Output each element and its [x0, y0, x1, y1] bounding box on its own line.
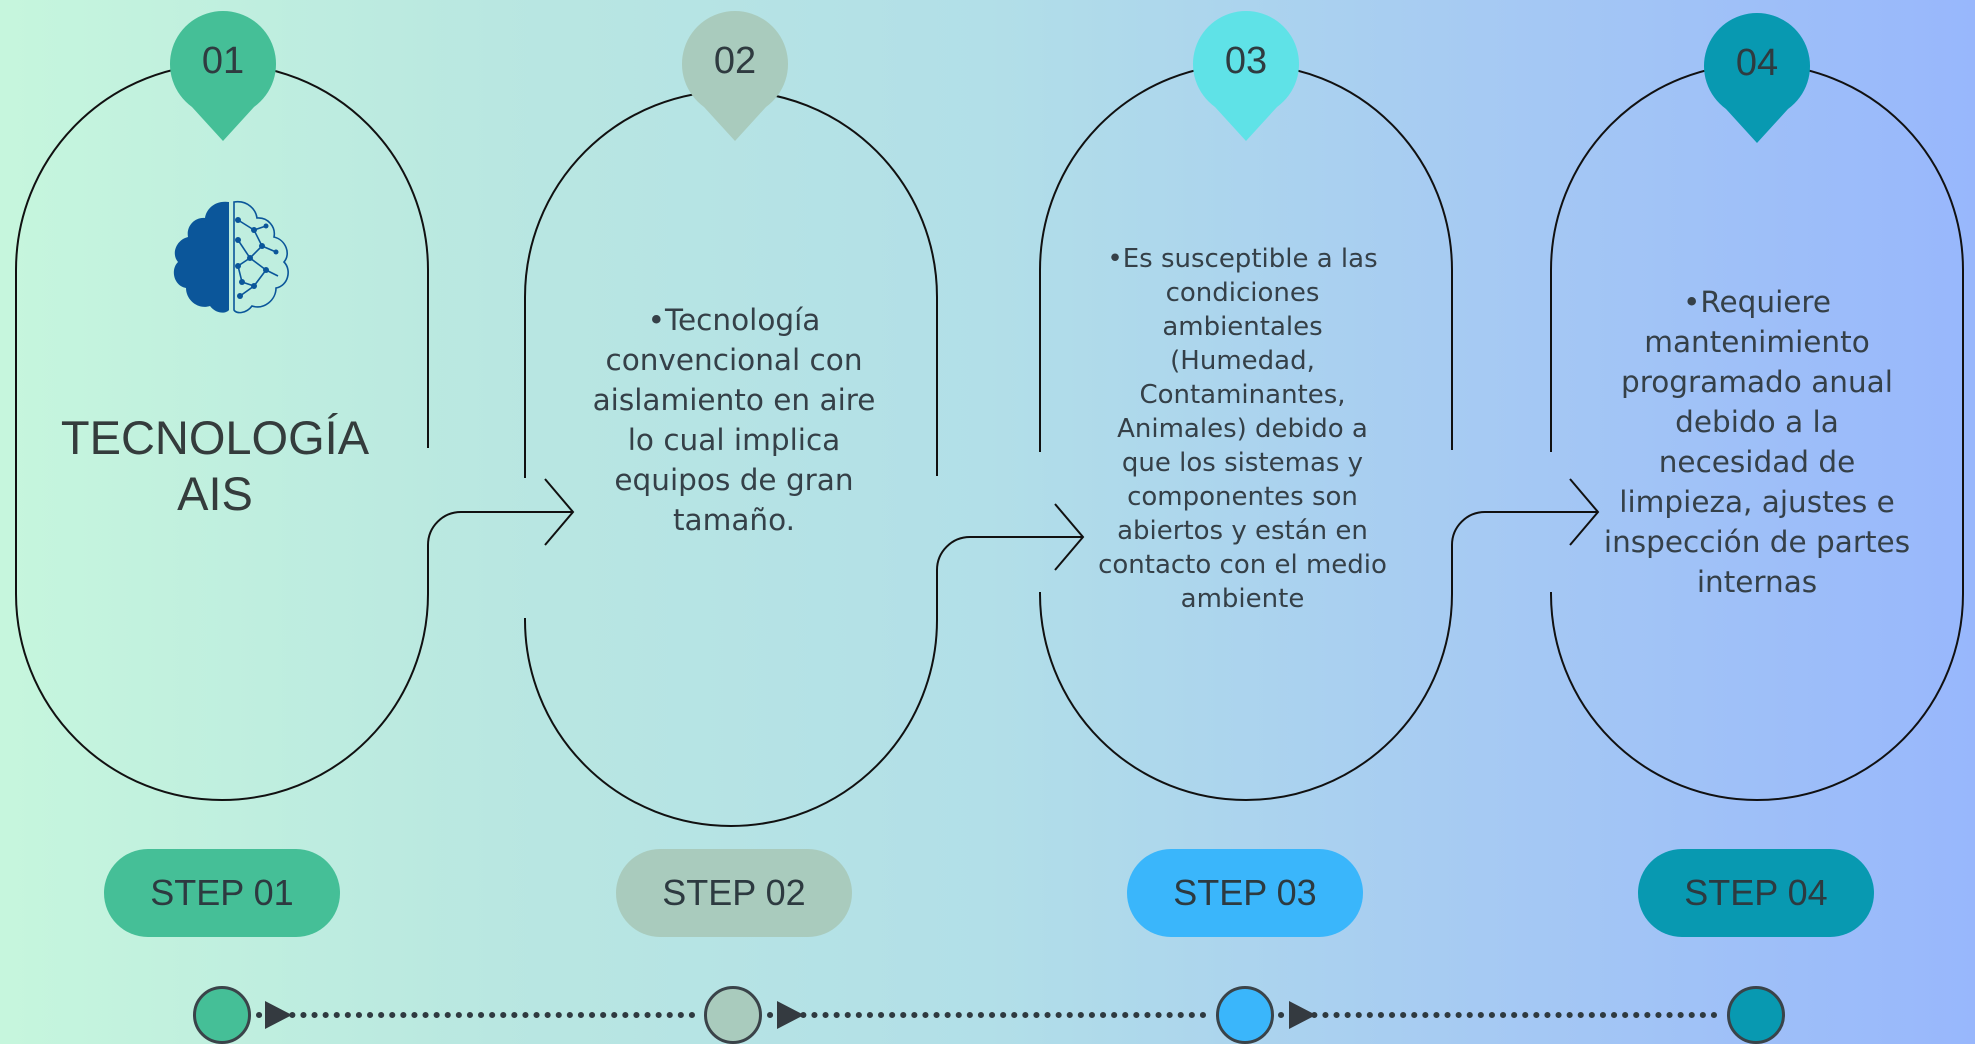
- brain-circuit-icon: [173, 200, 289, 314]
- timeline-arrow-3: [1289, 1001, 1316, 1029]
- connector-1-arrow: [427, 478, 575, 546]
- step-3-description: •Es susceptible a las condiciones ambien…: [1098, 244, 1387, 614]
- timeline-node-1: [193, 986, 251, 1044]
- step-1-number: 01: [201, 39, 245, 82]
- timeline-arrow-2: [777, 1001, 804, 1029]
- timeline-node-2: [704, 986, 762, 1044]
- step-1-pill: STEP 01: [104, 849, 340, 937]
- pin-1: [170, 11, 276, 141]
- connector-3-arrow: [1451, 478, 1600, 546]
- pin-4: [1704, 13, 1810, 143]
- step-4-number: 04: [1735, 41, 1779, 84]
- timeline-arrow-1: [265, 1001, 292, 1029]
- connector-2-arrow: [936, 503, 1085, 571]
- capsule-1-outline: [15, 63, 429, 801]
- step-1-title: TECNOLOGÍA AIS: [60, 411, 370, 520]
- step-2-number: 02: [713, 39, 757, 82]
- step-2-pill: STEP 02: [616, 849, 852, 937]
- capsule-4-outline: [1550, 63, 1964, 801]
- pin-2: [682, 11, 788, 141]
- step-4-description: •Requiere mantenimiento programado anual…: [1603, 285, 1911, 599]
- timeline-node-3: [1216, 986, 1274, 1044]
- timeline-node-4: [1727, 986, 1785, 1044]
- pin-3: [1193, 11, 1299, 141]
- step-4-pill: STEP 04: [1638, 849, 1874, 937]
- step-3-pill: STEP 03: [1127, 849, 1363, 937]
- step-3-number: 03: [1224, 39, 1268, 82]
- step-2-description: •Tecnología convencional con aislamiento…: [592, 303, 876, 537]
